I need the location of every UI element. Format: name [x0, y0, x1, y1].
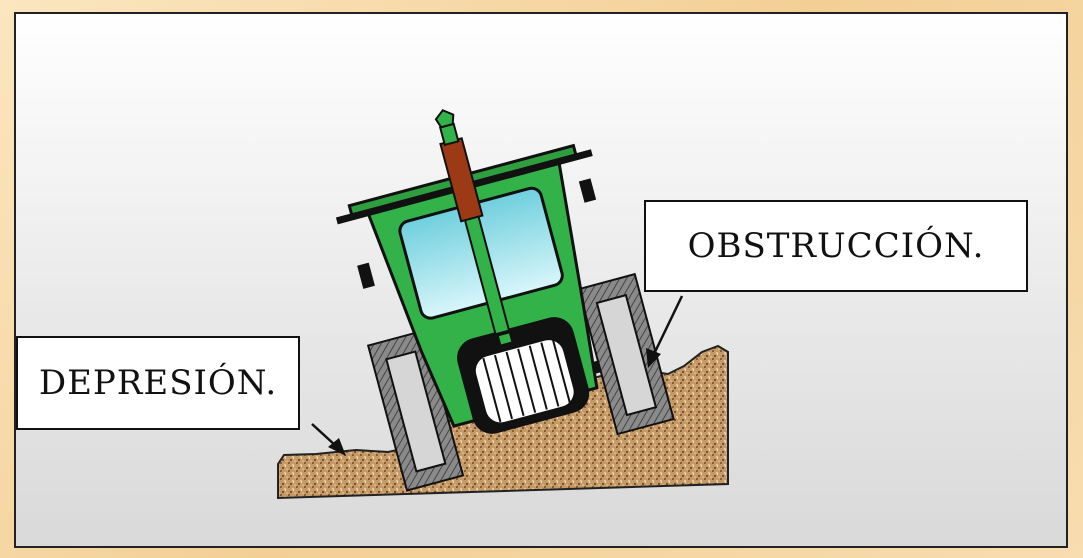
obstruction-label-box: OBSTRUCCIÓN. — [644, 200, 1028, 292]
tractor-scene — [277, 109, 729, 500]
exhaust-cap — [434, 109, 455, 129]
grille — [473, 338, 576, 425]
obstruction-arrow — [646, 295, 684, 368]
depression-label: DEPRESIÓN. — [38, 363, 278, 403]
left-tire — [366, 329, 465, 492]
left-mirror — [357, 262, 375, 289]
right-mirror — [578, 178, 597, 203]
depression-arrow — [311, 423, 346, 456]
right-tire — [577, 272, 675, 436]
depression-label-box: DEPRESIÓN. — [16, 336, 300, 430]
obstruction-label: OBSTRUCCIÓN. — [687, 226, 985, 266]
grille-bars — [482, 339, 571, 423]
tractor — [335, 109, 675, 492]
